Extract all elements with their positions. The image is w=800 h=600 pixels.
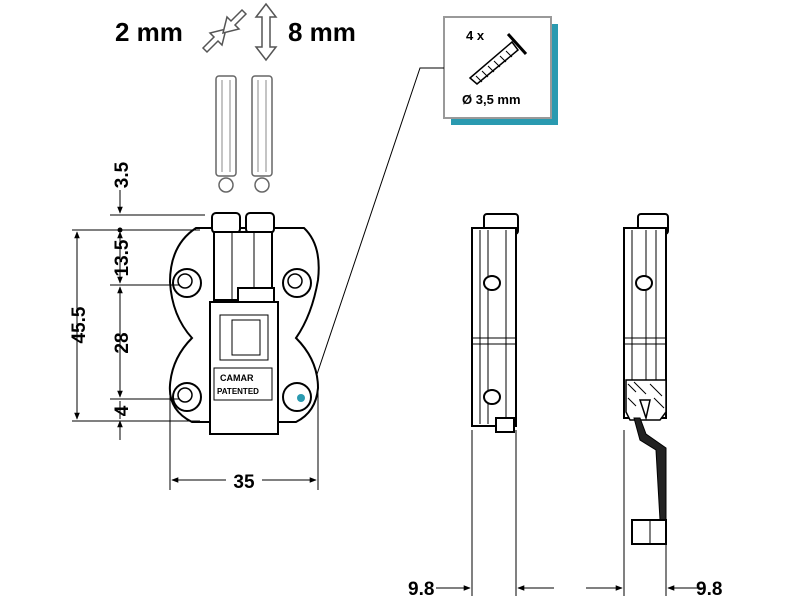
- dim-width: 35: [233, 472, 255, 493]
- hanger-section-view: [586, 213, 704, 596]
- dim-top-offset: 3.5: [112, 161, 133, 188]
- screw-icon: [468, 32, 528, 85]
- wall-plug-right: [251, 75, 273, 193]
- dim-hole-spacing: 28: [112, 332, 133, 353]
- depth-adjustment-label: 2 mm: [115, 17, 183, 47]
- width-dimension: [169, 385, 319, 490]
- dim-upper-hole: 13.5: [112, 239, 133, 276]
- dim-section-depth: 9.8: [696, 579, 722, 600]
- vertical-dimension-lines: [72, 190, 205, 440]
- diagonal-double-arrow-icon: [201, 8, 248, 54]
- hanger-front-view: CAMAR PATENTED: [168, 212, 320, 435]
- callout-leader-line: [308, 67, 444, 399]
- patent-marking: PATENTED: [217, 387, 259, 396]
- vertical-double-arrow-icon: [254, 2, 278, 62]
- screw-quantity: 4 x: [466, 28, 485, 43]
- height-adjustment-label: 8 mm: [288, 17, 356, 47]
- dim-bottom-offset: 4: [112, 405, 133, 416]
- brand-marking: CAMAR: [220, 373, 254, 383]
- dim-total-height: 45.5: [69, 306, 90, 343]
- hanger-side-view: [436, 213, 554, 596]
- dim-side-depth: 9.8: [408, 579, 434, 600]
- screw-hole-bottom-right: [282, 382, 312, 412]
- screw-hole-top-left: [172, 268, 202, 298]
- screw-hole-bottom-left: [172, 382, 202, 412]
- screw-diameter: Ø 3,5 mm: [462, 92, 521, 107]
- wall-plug-left: [215, 75, 237, 193]
- screw-hole-top-right: [282, 268, 312, 298]
- screw-callout-box: 4 x Ø 3,5 mm: [443, 16, 558, 125]
